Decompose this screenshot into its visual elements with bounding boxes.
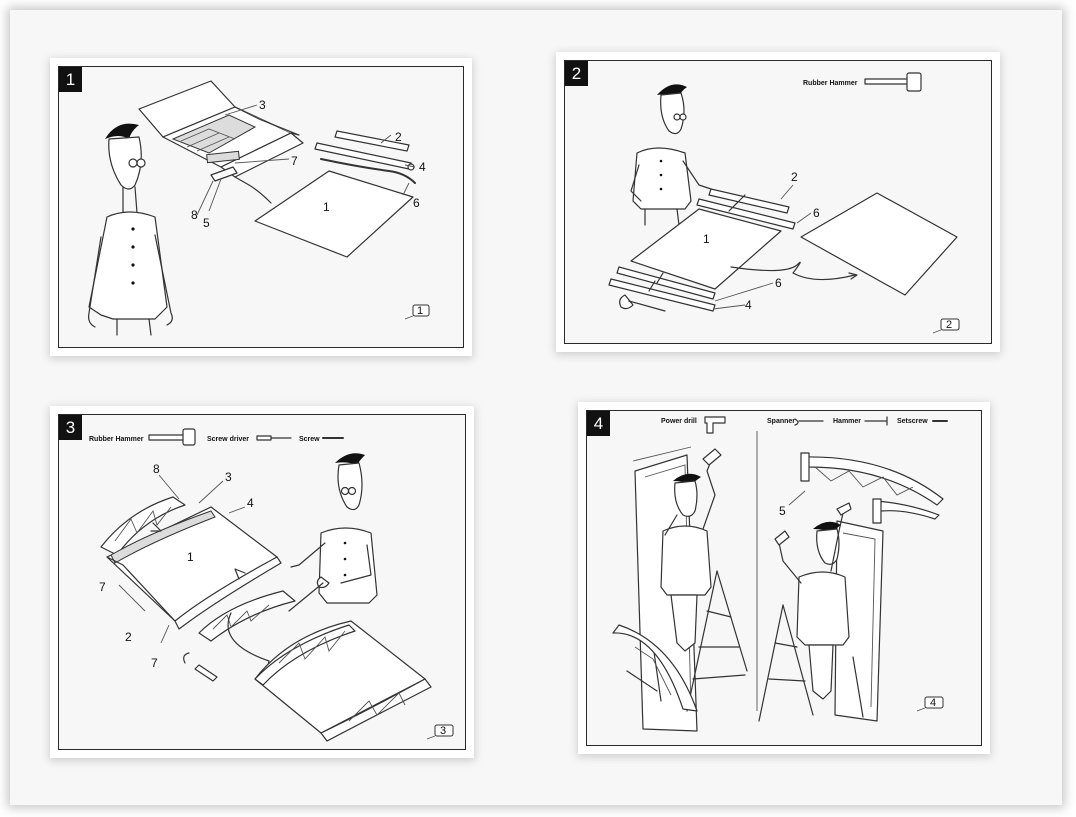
callout-4: 2 bbox=[791, 170, 798, 184]
wall-bracket bbox=[800, 452, 944, 524]
rubber-hammer-icon bbox=[864, 72, 922, 92]
motion-arrow bbox=[227, 612, 270, 672]
spanner-icon bbox=[794, 418, 824, 426]
step-1-number: 1 bbox=[59, 67, 82, 92]
step-2-number: 2 bbox=[565, 61, 588, 86]
callout-6-bottom: 6 bbox=[775, 276, 782, 290]
page-tag-label: 4 bbox=[930, 697, 936, 709]
callout-8: 8 bbox=[153, 462, 160, 476]
screw-driver-icon bbox=[256, 435, 292, 441]
step-4-frame: 4 Power drill Spanner Hammer Setscrew bbox=[586, 410, 982, 746]
page-tag: 1 bbox=[404, 304, 430, 320]
callout-3: 3 bbox=[225, 470, 232, 484]
person-figure bbox=[288, 453, 378, 612]
step-1-illustration: 3 2 4 6 7 5 8 1 1 bbox=[88, 80, 430, 336]
page-tag: 3 bbox=[426, 724, 454, 740]
sheet-1 bbox=[630, 208, 782, 290]
tool-label-spanner: Spanner bbox=[767, 418, 795, 425]
left-canopy bbox=[612, 624, 698, 712]
tool-label-screw-driver: Screw driver bbox=[207, 436, 249, 443]
step-4-illustration: Power drill Spanner Hammer Setscrew bbox=[612, 416, 948, 732]
callout-2: 4 bbox=[745, 298, 752, 312]
tool-label-setscrew: Setscrew bbox=[897, 418, 928, 425]
polycarbonate-sheet bbox=[254, 170, 414, 258]
callout-5: 5 bbox=[203, 216, 210, 230]
step-3-illustration: Rubber Hammer Screw driver Screw bbox=[89, 428, 454, 742]
callout-5: 5 bbox=[779, 504, 786, 518]
hammer-icon bbox=[864, 416, 888, 426]
step-3-number: 3 bbox=[59, 415, 82, 440]
callout-4: 4 bbox=[247, 496, 254, 510]
step-3-frame: 3 Rubber Hammer Screw driver Screw bbox=[58, 414, 466, 750]
sheet-2 bbox=[800, 192, 958, 296]
instruction-sheet: 1 bbox=[10, 10, 1062, 805]
page-tag: 2 bbox=[932, 318, 960, 334]
right-person bbox=[774, 502, 852, 700]
leader-lines bbox=[118, 474, 246, 644]
step-2-illustration: Rubber Hammer bbox=[608, 72, 960, 334]
callout-4: 4 bbox=[419, 160, 426, 174]
right-ladder bbox=[758, 604, 864, 722]
page-tag-label: 3 bbox=[440, 725, 446, 737]
step-4-panel: 4 Power drill Spanner Hammer Setscrew bbox=[578, 402, 990, 754]
tool-label-rubber-hammer: Rubber Hammer bbox=[89, 436, 144, 443]
step-2-panel: 2 Rubber Hammer bbox=[556, 52, 1000, 352]
rails bbox=[314, 130, 416, 184]
canopy-assembly bbox=[100, 496, 282, 630]
left-person bbox=[660, 448, 722, 652]
step-1-panel: 1 bbox=[50, 58, 472, 356]
callout-2: 2 bbox=[395, 130, 402, 144]
open-box bbox=[138, 80, 304, 204]
step-4-number: 4 bbox=[587, 411, 610, 436]
tool-label-rubber-hammer: Rubber Hammer bbox=[803, 80, 858, 87]
rails-bottom bbox=[608, 266, 716, 312]
page-tag-label: 1 bbox=[417, 305, 423, 317]
rails-top bbox=[696, 188, 796, 230]
rubber-hammer-icon bbox=[148, 428, 196, 446]
left-ladder bbox=[652, 570, 748, 712]
tool-label-hammer: Hammer bbox=[833, 418, 861, 425]
leader-line-5 bbox=[788, 490, 806, 506]
leader-lines bbox=[196, 104, 416, 216]
page-tag: 4 bbox=[916, 696, 944, 712]
callout-7: 7 bbox=[291, 154, 298, 168]
right-door bbox=[834, 520, 884, 722]
callout-1: 1 bbox=[187, 550, 194, 564]
step-1-frame: 1 bbox=[58, 66, 464, 348]
callout-6-top: 6 bbox=[813, 206, 820, 220]
power-drill-icon bbox=[704, 416, 726, 434]
lower-canopy bbox=[254, 620, 432, 742]
callout-1: 1 bbox=[703, 232, 710, 246]
callout-7-left: 7 bbox=[99, 580, 106, 594]
callout-6: 6 bbox=[413, 196, 420, 210]
callout-3: 3 bbox=[259, 98, 266, 112]
callout-7-bottom: 7 bbox=[151, 656, 158, 670]
person-figure bbox=[88, 123, 173, 336]
callout-8: 8 bbox=[191, 208, 198, 222]
step-3-panel: 3 Rubber Hammer Screw driver Screw bbox=[50, 406, 474, 758]
step-2-frame: 2 Rubber Hammer bbox=[564, 60, 992, 344]
callout-1: 1 bbox=[323, 200, 330, 214]
tool-label-screw: Screw bbox=[299, 436, 320, 443]
tool-label-power-drill: Power drill bbox=[661, 418, 697, 425]
page-tag-label: 2 bbox=[946, 319, 952, 331]
callout-2: 2 bbox=[125, 630, 132, 644]
person-figure bbox=[630, 84, 712, 226]
leader-lines bbox=[712, 184, 812, 310]
motion-arrow bbox=[730, 261, 856, 281]
